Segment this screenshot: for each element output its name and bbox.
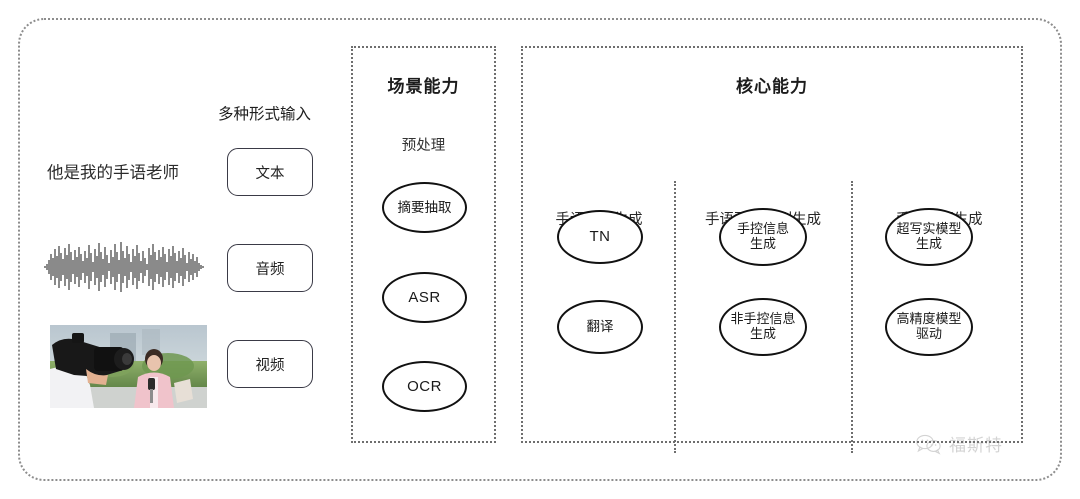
core-column-divider-1 [674,181,676,453]
sample-input-text: 他是我的手语老师 [47,164,179,182]
watermark: 福斯特 [916,431,1003,456]
scene-node-summary[interactable]: 摘要抽取 [382,182,467,233]
modality-pill-text[interactable]: 文本 [227,148,313,196]
scene-node-asr[interactable]: ASR [382,272,467,323]
core-node-nonmanual-info[interactable]: 非手控信息 生成 [719,298,807,356]
scene-panel-title: 场景能力 [387,77,460,96]
core-node-photoreal-model[interactable]: 超写实模型 生成 [885,208,973,266]
core-node-translate[interactable]: 翻译 [557,300,643,354]
modality-pill-audio[interactable]: 音频 [227,244,313,292]
core-capability-panel: 核心能力 手语文本生成 TN 翻译 手语要素序列生成 手控信息 生成 非手控信息… [521,46,1023,453]
outer-frame [18,18,1062,481]
watermark-text: 福斯特 [949,436,1003,455]
core-node-highprecision-model[interactable]: 高精度模型 驱动 [885,298,973,356]
core-panel-title: 核心能力 [736,77,808,96]
scene-capability-panel: 场景能力 预处理 摘要抽取 ASR OCR [351,46,496,443]
core-node-manual-info[interactable]: 手控信息 生成 [719,208,807,266]
scene-panel-subtitle: 预处理 [401,138,446,154]
video-thumbnail-icon [50,325,207,408]
waveform-icon [44,240,206,294]
wechat-bubble-icon [916,433,942,455]
core-column-divider-2 [851,181,853,453]
modality-pill-video[interactable]: 视频 [227,340,313,388]
input-section-caption: 多种形式输入 [218,106,312,123]
core-node-tn[interactable]: TN [557,210,643,264]
scene-node-ocr[interactable]: OCR [382,361,467,412]
